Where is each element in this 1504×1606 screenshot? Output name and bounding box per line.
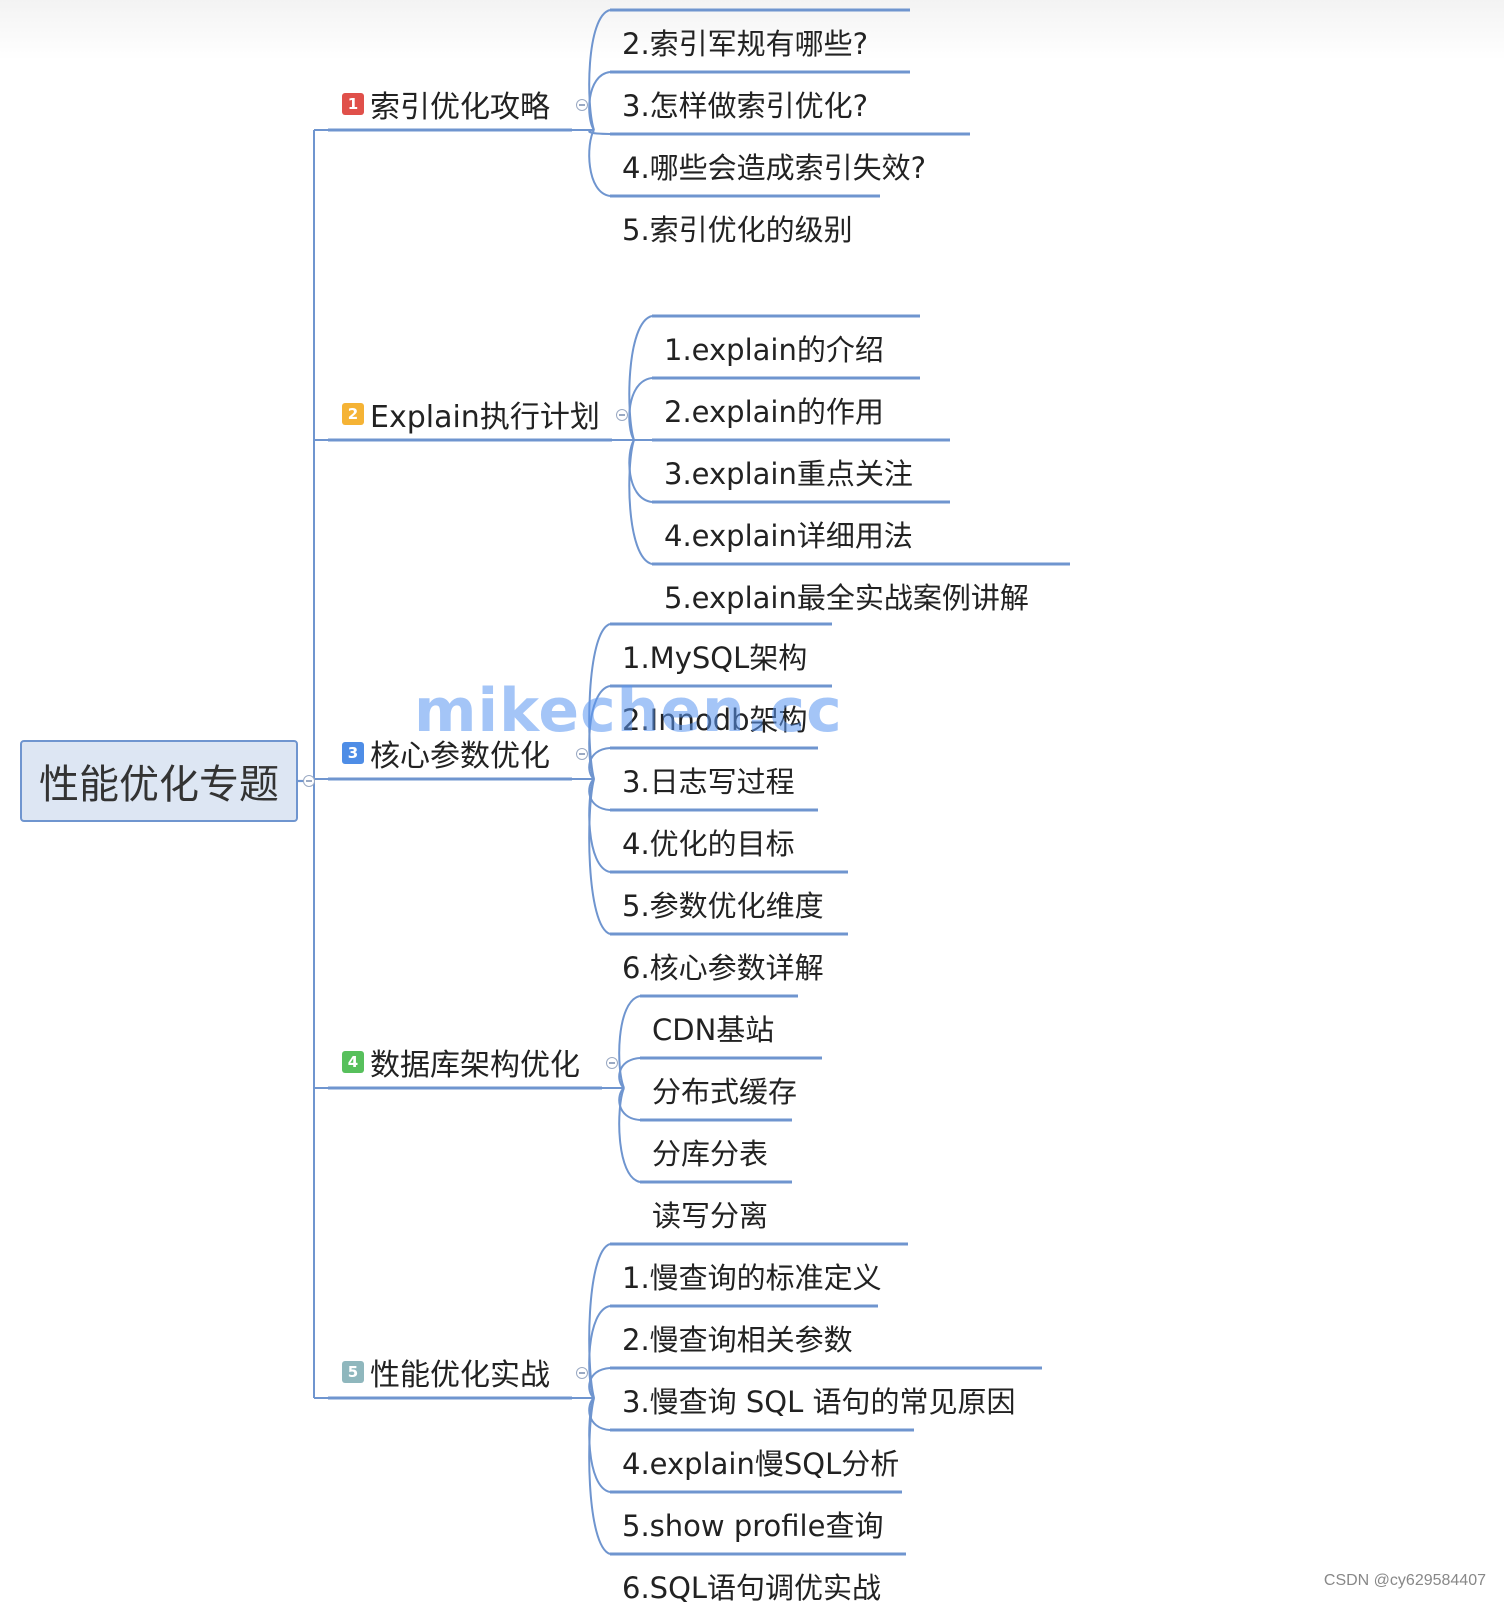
- watermark-text: mikechen.cc: [414, 676, 843, 746]
- branch-node-4[interactable]: 4 数据库架构优化: [342, 1042, 580, 1083]
- leaf-node[interactable]: 6.SQL语句调优实战: [622, 1571, 882, 1605]
- leaf-node[interactable]: 读写分离: [652, 1199, 769, 1233]
- credit-text: CSDN @cy629584407: [1323, 1572, 1486, 1589]
- leaf-node[interactable]: 4.哪些会造成索引失效?: [622, 151, 927, 185]
- branch-node-5[interactable]: 5 性能优化实战: [342, 1352, 550, 1393]
- leaf-node[interactable]: 分库分表: [652, 1137, 769, 1171]
- root-collapse-toggle[interactable]: [303, 775, 315, 787]
- branch-index-badge: 3: [342, 742, 364, 764]
- leaf-node[interactable]: 4.explain慢SQL分析: [622, 1447, 900, 1481]
- leaf-node[interactable]: 3.日志写过程: [622, 765, 795, 799]
- leaf-node[interactable]: 4.优化的目标: [622, 827, 795, 861]
- leaf-node[interactable]: 5.show profile查询: [622, 1509, 884, 1543]
- leaf-node[interactable]: 1.explain的介绍: [664, 333, 884, 367]
- leaf-node[interactable]: 1.慢查询的标准定义: [622, 1261, 882, 1295]
- leaf-node[interactable]: 1.MySQL架构: [622, 641, 808, 675]
- root-label: 性能优化专题: [39, 762, 279, 808]
- branch-label: 索引优化攻略: [370, 90, 550, 125]
- leaf-node[interactable]: 2.慢查询相关参数: [622, 1323, 853, 1357]
- leaf-node[interactable]: 4.explain详细用法: [664, 519, 913, 553]
- leaf-node[interactable]: CDN基站: [652, 1013, 775, 1047]
- branch-label: 数据库架构优化: [370, 1048, 580, 1083]
- leaf-node[interactable]: 2.explain的作用: [664, 395, 884, 429]
- branch-collapse-toggle[interactable]: [606, 1057, 618, 1069]
- branch-collapse-toggle[interactable]: [576, 1367, 588, 1379]
- branch-collapse-toggle[interactable]: [576, 748, 588, 760]
- root-node[interactable]: 性能优化专题: [20, 740, 298, 822]
- branch-index-badge: 2: [342, 403, 364, 425]
- branch-collapse-toggle[interactable]: [616, 409, 628, 421]
- leaf-node[interactable]: 6.核心参数详解: [622, 951, 824, 985]
- branch-label: 性能优化实战: [370, 1358, 550, 1393]
- leaf-node[interactable]: 3.explain重点关注: [664, 457, 913, 491]
- leaf-node[interactable]: 5.索引优化的级别: [622, 213, 853, 247]
- branch-index-badge: 5: [342, 1361, 364, 1383]
- branch-node-1[interactable]: 1 索引优化攻略: [342, 84, 550, 125]
- leaf-node[interactable]: 5.explain最全实战案例讲解: [664, 581, 1029, 615]
- leaf-node[interactable]: 5.参数优化维度: [622, 889, 824, 923]
- branch-index-badge: 1: [342, 93, 364, 115]
- leaf-node[interactable]: 2.Innodb架构: [622, 703, 808, 737]
- leaf-node[interactable]: 2.索引军规有哪些?: [622, 27, 869, 61]
- leaf-node[interactable]: 3.怎样做索引优化?: [622, 89, 869, 123]
- branch-index-badge: 4: [342, 1051, 364, 1073]
- branch-node-2[interactable]: 2 Explain执行计划: [342, 394, 600, 435]
- leaf-node[interactable]: 3.慢查询 SQL 语句的常见原因: [622, 1385, 1016, 1419]
- branch-collapse-toggle[interactable]: [576, 99, 588, 111]
- leaf-node[interactable]: 分布式缓存: [652, 1075, 798, 1109]
- branch-label: 核心参数优化: [370, 739, 550, 774]
- branch-node-3[interactable]: 3 核心参数优化: [342, 733, 550, 774]
- branch-label: Explain执行计划: [370, 400, 600, 435]
